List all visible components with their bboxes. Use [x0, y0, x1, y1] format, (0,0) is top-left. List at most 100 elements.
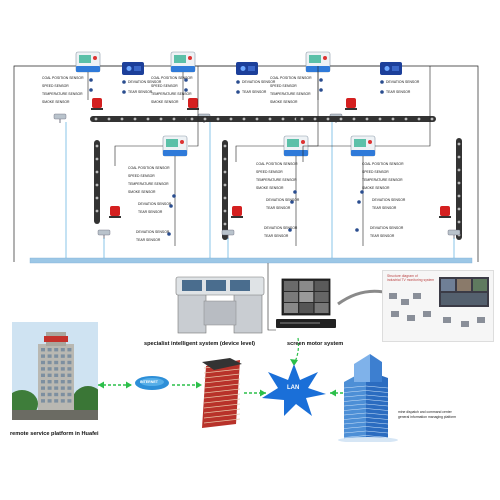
belt-roller — [457, 194, 461, 198]
belt-roller — [94, 117, 98, 121]
detector-body — [380, 62, 402, 75]
conveyor-belt-icon — [296, 116, 436, 122]
detector-lens — [384, 66, 390, 71]
belt-roller — [229, 117, 233, 121]
glass-line — [343, 403, 367, 407]
monitor-tile — [299, 281, 314, 291]
sensor-label: TEAR SENSOR — [386, 90, 411, 94]
detector-panel — [248, 66, 255, 71]
controller-base — [351, 150, 375, 156]
arrow-head — [98, 381, 104, 389]
sensor-label: TEAR SENSOR — [264, 234, 289, 238]
side-wire — [302, 145, 351, 162]
glass-line — [365, 421, 389, 425]
sensor-label: DEVIATION SENSOR — [266, 198, 300, 202]
monitor-lan-arrow — [293, 337, 300, 365]
window — [54, 360, 59, 365]
brick-line — [203, 388, 241, 394]
window — [47, 399, 52, 403]
window — [67, 373, 72, 377]
window — [54, 367, 59, 371]
firewall-icon — [200, 358, 242, 428]
controller-icon — [350, 135, 376, 157]
glass-line — [365, 435, 389, 438]
sensor-icon — [184, 78, 188, 82]
sensor-icon — [122, 90, 126, 94]
internet-cloud-icon: INTERNET — [134, 374, 170, 392]
brick-line — [203, 378, 241, 384]
sensor-label: DEVIATION SENSOR — [242, 80, 276, 84]
sensor-label: COAL POSITION SENSOR — [256, 162, 298, 166]
sensor-label: SMOKE SENSOR — [151, 100, 179, 104]
alarm-light-icon — [91, 98, 103, 110]
window — [67, 386, 72, 390]
firewall-lan-arrow — [244, 389, 266, 397]
glass-line — [343, 430, 367, 434]
sensor-icon — [380, 80, 384, 84]
camera-icon — [53, 113, 67, 123]
sensor-icon — [89, 78, 93, 82]
window — [41, 348, 45, 352]
camera-icon — [97, 229, 111, 239]
glass-line — [365, 417, 389, 420]
bus-to-monitor-wire — [267, 263, 276, 331]
sensor-label: DEVIATION SENSOR — [372, 198, 406, 202]
detector-lens — [126, 66, 132, 71]
sensor-icon — [236, 90, 240, 94]
sensor-icon — [319, 78, 323, 82]
side-wire — [235, 145, 284, 162]
belt-roller — [172, 117, 176, 121]
sensor-label: DEVIATION SENSOR — [264, 226, 298, 230]
window — [60, 386, 65, 390]
glass-line — [343, 417, 367, 420]
glass-line — [343, 394, 367, 398]
alarm-light-icon — [231, 206, 243, 218]
building-icon — [336, 352, 400, 443]
brick-line — [203, 398, 241, 404]
server-console-icon — [174, 271, 266, 335]
sensor-icon — [169, 204, 173, 208]
belt-roller — [281, 117, 285, 121]
detector-icon — [236, 62, 258, 75]
controller-screen — [309, 55, 321, 63]
arrow-head — [290, 359, 298, 366]
glass-line — [365, 430, 389, 434]
sensor-label: DEVIATION SENSOR — [386, 80, 420, 84]
alarm-light-icon — [187, 98, 199, 110]
camera-body — [97, 229, 111, 236]
glass-line — [343, 426, 367, 429]
belt-roller — [159, 117, 163, 121]
detector-lens — [240, 66, 246, 71]
inset-title-line1: Structure diagram of — [387, 274, 418, 278]
sensor-label: DEVIATION SENSOR — [128, 80, 162, 84]
belt-roller — [457, 181, 461, 185]
detector-icon — [122, 62, 144, 75]
controller-led — [301, 140, 305, 144]
detector-panel — [134, 66, 141, 71]
alarm-base — [231, 216, 243, 218]
window — [67, 392, 72, 397]
controller-icon — [75, 51, 101, 73]
window — [54, 348, 59, 352]
sensor-label: TEMPERATURE SENSOR — [256, 178, 297, 182]
camera-body — [53, 113, 67, 120]
alarm-light-icon — [439, 206, 451, 218]
dispatch-caption-line1: mine dispatch and command center — [398, 410, 452, 414]
glass-line — [365, 385, 389, 389]
alarm-lamp — [92, 98, 102, 108]
belt-roller — [268, 117, 272, 121]
monitor-tile — [284, 281, 298, 291]
camera-body — [447, 229, 461, 236]
belt-roller — [242, 117, 246, 121]
riser-wire — [375, 66, 431, 147]
window — [41, 386, 45, 390]
window — [41, 360, 45, 365]
controller-icon — [170, 51, 196, 73]
inset-pointer-arrow — [337, 289, 385, 306]
belt-roller — [457, 168, 461, 172]
belt-roller — [313, 117, 317, 121]
sensor-label: TEMPERATURE SENSOR — [128, 182, 169, 186]
controller-led — [323, 56, 327, 60]
window — [41, 380, 45, 384]
